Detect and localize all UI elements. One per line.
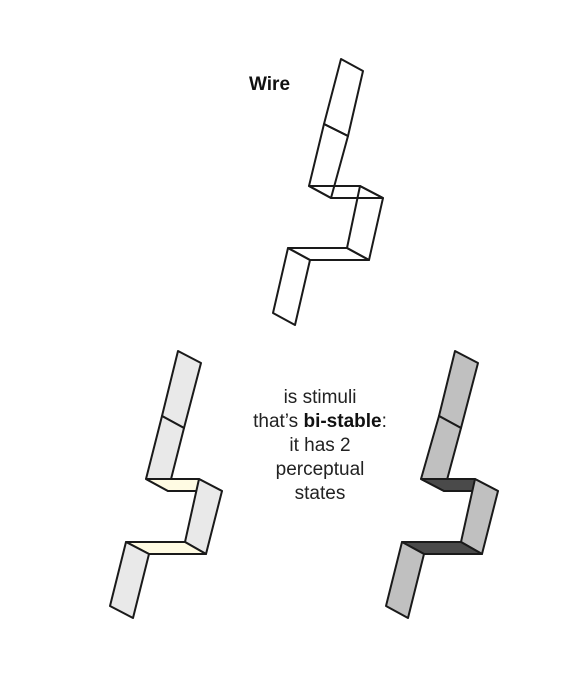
caption-line-4: perceptual [275, 459, 365, 480]
wire-light-bottom-segment [109, 541, 150, 619]
wire-dark-figure [385, 350, 499, 619]
wire-outline-figure [272, 58, 384, 326]
wire-dark-top-segment [438, 350, 479, 429]
caption-line-1: is stimuli [283, 387, 357, 408]
caption-bistable-term: bi-stable [303, 411, 382, 432]
caption-line-3: it has 2 [289, 435, 351, 456]
caption-line-2: that’s bi-stable: [240, 410, 400, 434]
figure-title: Wire [249, 74, 291, 95]
wire-dark-bottom-segment [385, 541, 425, 619]
caption-line-2-post: : [381, 411, 387, 432]
wire-light-top-segment [161, 350, 202, 429]
caption-line-2-pre: that’s [253, 411, 304, 432]
wire-light-figure [109, 350, 223, 619]
wire-outline-top-segment [323, 58, 364, 137]
caption: is stimuli that’s bi-stable: it has 2 pe… [240, 386, 400, 506]
wire-outline-bottom-segment [272, 247, 311, 326]
caption-line-5: states [294, 483, 346, 504]
